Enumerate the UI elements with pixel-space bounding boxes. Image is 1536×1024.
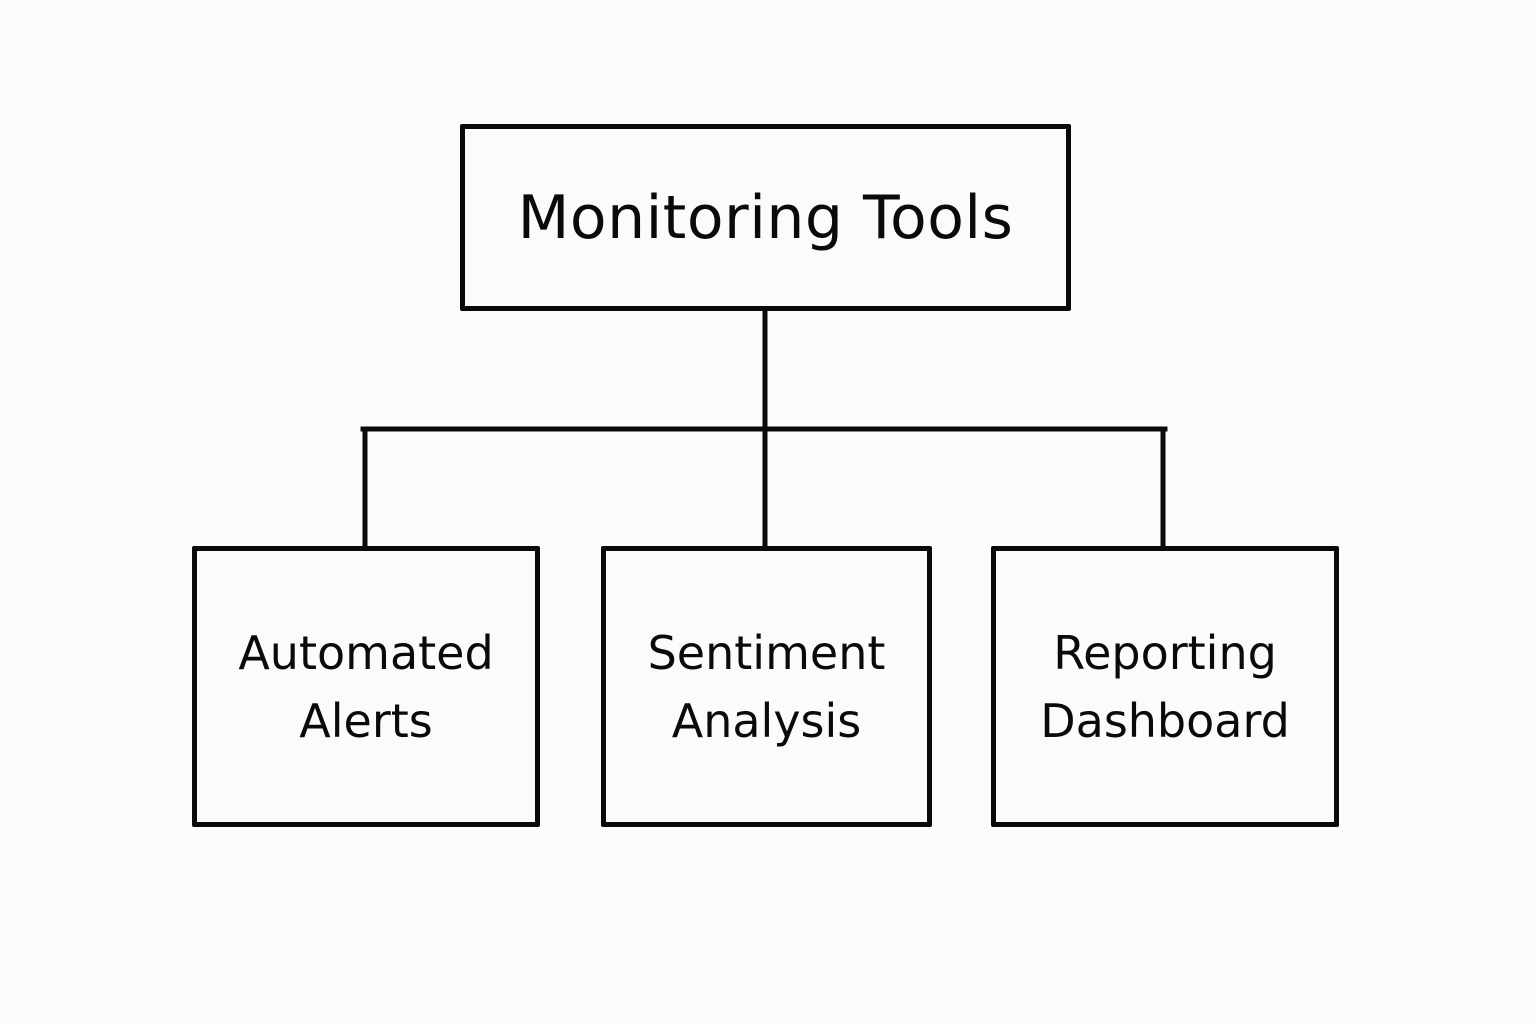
child-node-label-line1: Automated [238,625,494,680]
child-node-label-line1: Sentiment [647,625,886,680]
child-node-label-line2: Alerts [299,693,433,748]
child-node-reporting-dashboard: Reporting Dashboard [991,546,1339,827]
child-node-label-line2: Dashboard [1040,693,1290,748]
child-node-label-line2: Analysis [671,693,862,748]
root-node-label: Monitoring Tools [517,182,1014,253]
child-node-sentiment-analysis: Sentiment Analysis [601,546,932,827]
child-node-label-line1: Reporting [1053,625,1277,680]
root-node-monitoring-tools: Monitoring Tools [460,124,1071,311]
child-node-automated-alerts: Automated Alerts [192,546,540,827]
